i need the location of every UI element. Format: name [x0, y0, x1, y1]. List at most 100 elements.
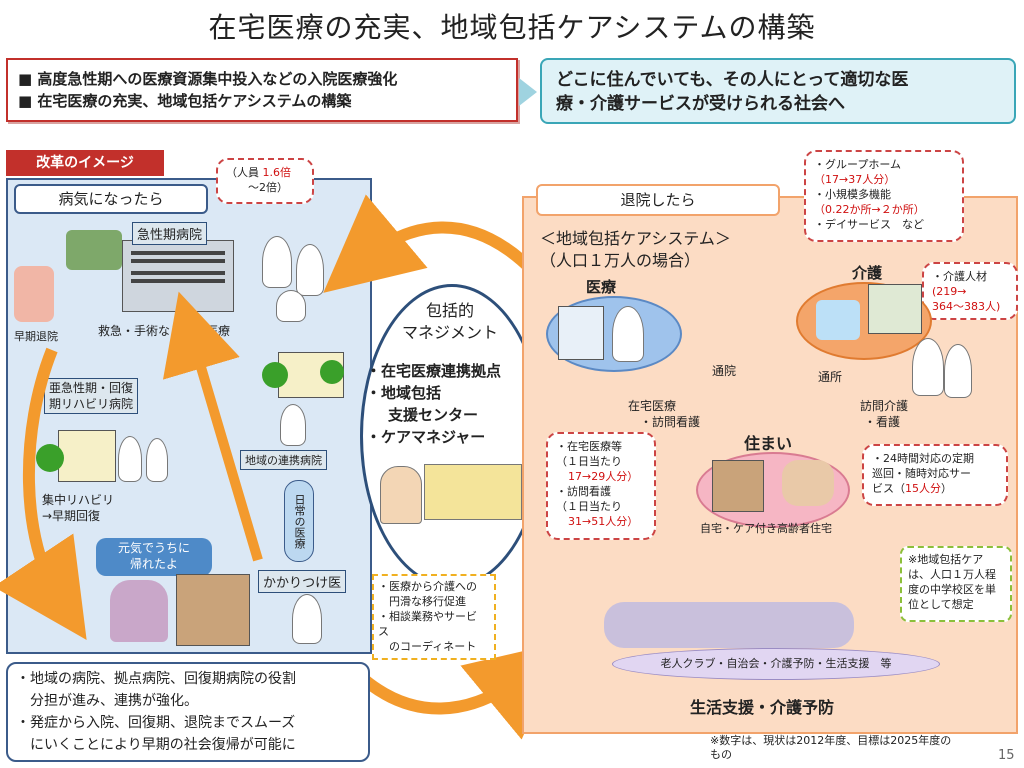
coordination-note: ・医療から介護への 円滑な移行促進 ・相談業務やサービ ス のコーディネート — [372, 574, 496, 660]
rehab-label: 集中リハビリ →早期回復 — [42, 492, 114, 524]
goal-box: どこに住んでいても、その人にとって適切な医 療・介護サービスが受けられる社会へ — [540, 58, 1016, 124]
center-item-2b: 支援センター — [388, 406, 479, 424]
goal-line-2: 療・介護サービスが受けられる社会へ — [556, 94, 845, 114]
system-title-line-2: （人口１万人の場合） — [540, 251, 701, 270]
facility-line-4: （0.22か所→２か所） — [814, 203, 925, 216]
right-arrow-icon — [519, 78, 537, 106]
summary-line-3: ・発症から入院、回復期、退院までスムーズ — [16, 715, 296, 731]
doctor-icon — [262, 236, 292, 288]
elderly-person-icon — [110, 580, 168, 642]
care-staff-line-1: ・介護人材 — [932, 270, 987, 283]
staff-callout: （人員 1.6倍 〜2倍） — [216, 158, 314, 204]
home-callout-line-4: ・訪問看護 — [556, 485, 611, 498]
facility-callout: ・グループホーム （17→37人分） ・小規模多機能 （0.22か所→２か所） … — [804, 150, 964, 242]
system-title-line-1: ＜地域包括ケアシステム＞ — [540, 229, 731, 248]
policy-line-2: ■ 在宅医療の充実、地域包括ケアシステムの構築 — [18, 92, 352, 110]
goal-line-1: どこに住んでいても、その人にとって適切な医 — [556, 70, 909, 90]
regional-hospital-label: 地域の連携病院 — [240, 450, 327, 470]
summary-line-1: ・地域の病院、拠点病院、回復期病院の役割 — [16, 671, 296, 687]
round-clock-count: 15人分 — [905, 482, 941, 495]
policy-line-1: ■ 高度急性期への医療資源集中投入などの入院医療強化 — [18, 70, 398, 88]
coordination-line-2: 円滑な移行促進 — [378, 595, 466, 608]
summary-line-4: にいくことにより早期の社会復帰が可能に — [16, 737, 296, 753]
care-staff-line-3: 364〜383人) — [932, 300, 1001, 313]
bottom-curve-arrow — [356, 641, 565, 740]
speech-bubble: 元気でうちに 帰れたよ — [96, 538, 212, 576]
left-panel-header: 病気になったら — [14, 184, 208, 214]
reform-label: 改革のイメージ — [6, 150, 164, 176]
visit-care-line-1: 訪問介護 — [860, 399, 909, 413]
home-callout-line-6: 31→51人分） — [568, 515, 639, 528]
area-note-line-4: 位として想定 — [908, 598, 974, 611]
area-note-line-1: ※地域包括ケア — [908, 553, 984, 566]
clinic-icon — [558, 306, 604, 360]
outpatient-label: 通院 — [712, 364, 737, 378]
tree-icon — [36, 444, 64, 472]
round-clock-close: ） — [941, 482, 952, 495]
care-staff-line-2: (219→ — [932, 285, 967, 298]
elderly-group-icon — [604, 602, 854, 648]
footnote-line-2: もの — [710, 748, 732, 761]
left-arrow-up — [162, 291, 263, 562]
clinic-doctor-icon — [612, 306, 644, 362]
surgery-icon — [66, 230, 122, 270]
rehab-line-2: →早期回復 — [42, 509, 101, 523]
home-medical-label: 在宅医療 ・訪問看護 — [628, 398, 700, 430]
home-callout-line-2: （１日当たり — [556, 455, 622, 468]
caregiver-icon — [912, 338, 944, 396]
facility-line-2: （17→37人分） — [814, 173, 896, 186]
page-title: 在宅医療の充実、地域包括ケアシステムの構築 — [208, 11, 816, 44]
center-items: ・在宅医療連携拠点 ・地域包括 支援センター ・ケアマネジャー — [366, 360, 546, 448]
coordination-line-3: ・相談業務やサービ — [378, 610, 477, 623]
coordination-line-5: のコーディネート — [378, 640, 477, 653]
doctor-icon-2 — [276, 290, 306, 322]
daycare-label: 通所 — [818, 370, 843, 384]
tree-icon-3 — [320, 360, 344, 384]
staff-callout-text: （人員 — [226, 166, 263, 179]
family-doctor-icon — [292, 594, 322, 644]
subacute-line-1: 亜急性期・回復 — [49, 381, 134, 395]
wheelchair-patient-icon — [14, 266, 54, 322]
coordination-line-4: ス — [378, 625, 389, 638]
right-panel-header: 退院したら — [536, 184, 780, 216]
footnote-line-1: ※数字は、現状は2012年度、目標は2025年度の — [710, 734, 952, 747]
life-support-label: 生活支援・介護予防 — [690, 698, 835, 717]
family-icon — [782, 460, 834, 506]
tree-icon-2 — [262, 362, 288, 388]
daily-medical-label: 日常の医療 — [284, 480, 314, 562]
home-callout-line-5: （１日当たり — [556, 500, 622, 513]
area-note-line-3: 度の中学校区を単 — [908, 583, 996, 596]
staff-callout-line2: 〜2倍） — [248, 181, 288, 194]
left-arrow-down — [0, 347, 87, 640]
center-item-3: ・ケアマネジャー — [366, 428, 486, 446]
center-item-1: ・在宅医療連携拠点 — [366, 362, 502, 380]
summary-line-2: 分担が進み、連携が強化。 — [16, 693, 198, 709]
area-note-line-2: は、人口１万人程 — [908, 568, 996, 581]
community-label: 老人クラブ・自治会・介護予防・生活支援 等 — [612, 648, 940, 680]
acute-hospital-label: 急性期病院 — [132, 222, 208, 245]
round-clock-line-2: 巡回・随時対応サー — [872, 467, 971, 480]
rehab-line-1: 集中リハビリ — [42, 493, 115, 507]
summary-box: ・地域の病院、拠点病院、回復期病院の役割 分担が進み、連携が強化。 ・発症から入… — [6, 662, 370, 762]
home-medical-line-2: ・訪問看護 — [640, 415, 701, 429]
home-callout-line-3: 17→29人分） — [568, 470, 639, 483]
early-discharge-label: 早期退院 — [14, 330, 58, 343]
care-facility-icon — [868, 284, 922, 334]
family-doctor-label: かかりつけ医 — [258, 570, 347, 593]
round-clock-line-1: ・24時間対応の定期 — [872, 452, 974, 465]
round-clock-line-3: ビス（ — [872, 482, 905, 495]
nurse-icon — [296, 244, 324, 296]
subacute-line-2: 期リハビリ病院 — [49, 397, 134, 411]
center-title-line-1: 包括的 — [425, 301, 474, 320]
doctor-icon-4 — [280, 404, 306, 446]
home-medical-callout: ・在宅医療等 （１日当たり 17→29人分） ・訪問看護 （１日当たり 31→5… — [546, 432, 656, 540]
footnote: ※数字は、現状は2012年度、目標は2025年度の もの — [710, 734, 951, 762]
facility-line-1: ・グループホーム — [814, 158, 902, 171]
subacute-hospital-label: 亜急性期・回復 期リハビリ病院 — [44, 378, 139, 414]
page-number: 15 — [998, 748, 1015, 763]
visit-care-line-2: ・看護 — [864, 415, 901, 429]
home-medical-line-1: 在宅医療 — [628, 399, 677, 413]
home-house-icon — [712, 460, 764, 512]
home-label: 住まい — [744, 434, 793, 453]
center-title-line-2: マネジメント — [401, 323, 498, 342]
